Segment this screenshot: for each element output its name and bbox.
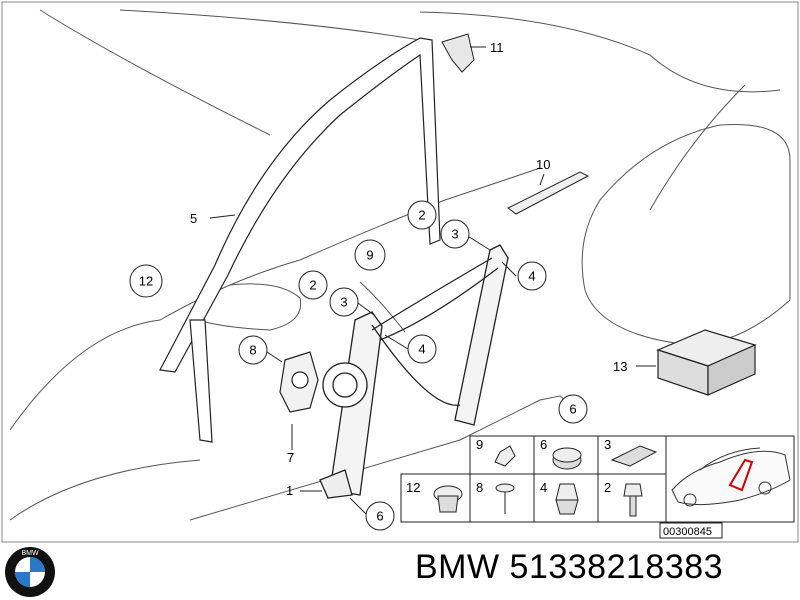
svg-text:9: 9 <box>366 248 373 263</box>
grid-label-2: 2 <box>604 480 611 495</box>
part-10-strip <box>507 171 590 215</box>
grid-label-12: 12 <box>406 480 420 495</box>
svg-text:00300845: 00300845 <box>663 526 712 538</box>
grid-label-8: 8 <box>476 480 483 495</box>
door-frame-rail <box>159 37 441 443</box>
svg-text:4: 4 <box>418 342 425 357</box>
footer-title: BMW 51338218383 <box>415 548 723 587</box>
svg-text:6: 6 <box>569 402 576 417</box>
svg-text:3: 3 <box>451 227 458 242</box>
callout-13: 13 <box>613 359 627 374</box>
callout-2a: 2 <box>407 200 437 230</box>
svg-text:2: 2 <box>418 208 425 223</box>
callout-4a: 4 <box>517 261 547 291</box>
window-regulator-assembly <box>319 244 509 499</box>
callout-5: 5 <box>190 211 197 226</box>
parts-grid-labels: 9 6 3 12 8 4 2 <box>406 437 611 495</box>
parts-grid <box>400 435 795 523</box>
diagram-frame <box>1 1 799 543</box>
text-callouts: 5 11 10 13 7 1 <box>190 40 627 498</box>
svg-text:12: 12 <box>139 274 153 289</box>
callouts: 2 3 4 9 12 2 3 8 4 6 6 <box>129 200 588 531</box>
callout-9: 9 <box>354 239 386 271</box>
svg-text:3: 3 <box>340 295 347 310</box>
svg-text:2: 2 <box>309 278 316 293</box>
svg-text:8: 8 <box>249 343 256 358</box>
grid-label-6: 6 <box>540 437 547 452</box>
callout-6b: 6 <box>365 501 395 531</box>
callout-4b: 4 <box>407 334 437 364</box>
callout-1: 1 <box>286 483 293 498</box>
part-13-box <box>656 329 757 396</box>
part-number: 51338218383 <box>509 548 724 586</box>
callout-10: 10 <box>536 157 550 172</box>
svg-text:4: 4 <box>528 269 535 284</box>
part-11-bracket <box>441 33 475 73</box>
callout-8: 8 <box>238 335 268 365</box>
callout-11: 11 <box>490 40 504 55</box>
callout-12: 12 <box>129 264 163 298</box>
car-body-outline <box>9 9 791 521</box>
callout-6a: 6 <box>558 394 588 424</box>
svg-text:BMW: BMW <box>21 550 39 557</box>
grid-label-9: 9 <box>476 437 483 452</box>
part-7-motor <box>279 351 319 413</box>
grid-label-4: 4 <box>540 480 547 495</box>
bmw-logo: BMW <box>5 547 55 597</box>
grid-part-illustrations <box>433 445 658 517</box>
car-thumbnail <box>671 447 791 507</box>
callout-7: 7 <box>287 450 294 465</box>
callout-2b: 2 <box>298 270 328 300</box>
grid-label-3: 3 <box>604 437 611 452</box>
callout-3a: 3 <box>440 219 470 249</box>
brand-name: BMW <box>415 548 500 586</box>
callout-3b: 3 <box>329 287 359 317</box>
leader-lines <box>209 46 656 515</box>
diagram-code-box: 00300845 <box>659 522 723 539</box>
svg-text:6: 6 <box>376 509 383 524</box>
